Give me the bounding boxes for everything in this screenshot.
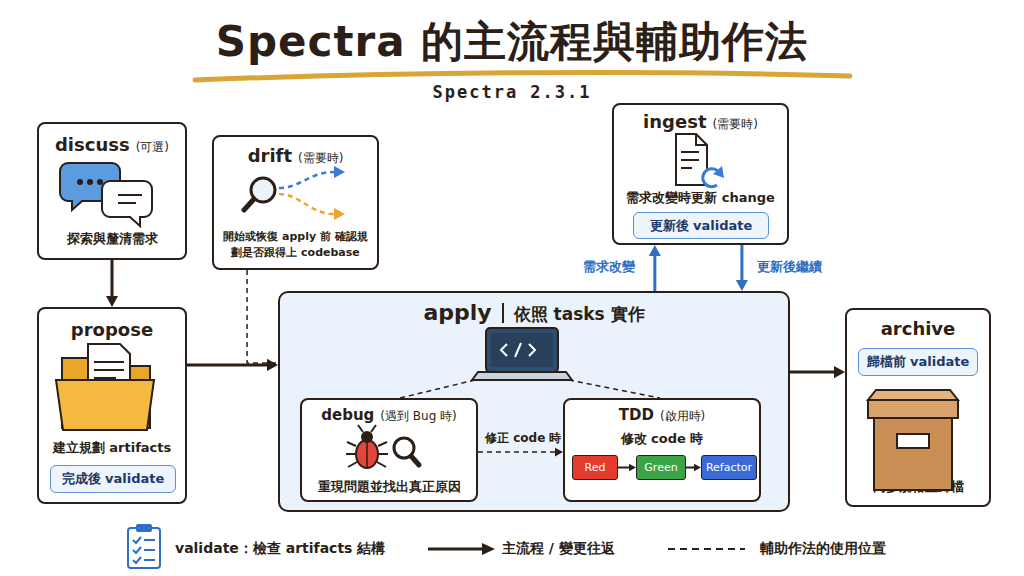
node-body: 修改 code 時 (621, 430, 704, 448)
text-row: 重現問題並找出真正原因 (302, 478, 476, 496)
node-condition: (遇到 Bug 時) (380, 408, 456, 425)
version-label: Spectra 2.3.1 (0, 82, 1024, 102)
clipboard-legend-sample-part (128, 528, 160, 568)
clipboard-legend-sample-part (136, 524, 152, 532)
title-divider (502, 303, 504, 323)
node-condition: (可選) (136, 139, 169, 156)
arrow-head (267, 359, 278, 371)
process-box: drift (需要時) 開始或恢復 apply 前 確認規劃是否跟得上 codeba… (212, 135, 379, 270)
connector (106, 260, 118, 307)
node-condition: (需要時) (713, 116, 758, 133)
connector-line (653, 254, 656, 291)
node-heading: propose (71, 319, 153, 340)
stage-box: apply 依照 tasks 實作 debug (遇到 Bug 時) 重現問題並找出真正… (278, 291, 790, 512)
clipboard-legend-sample-part (133, 547, 141, 553)
text-row: 同步規格並歸檔 (847, 478, 989, 496)
validate-label: 更新後 validate (650, 217, 753, 235)
connector (649, 245, 661, 291)
legend-text: 輔助作法的使用位置 (760, 540, 886, 558)
text-row: 需求改變時更新 change (614, 189, 787, 207)
node-body: 需求改變時更新 change (626, 189, 775, 207)
validate-pill: 歸檔前 validate (858, 348, 978, 376)
connector-line (247, 270, 278, 363)
solid-arrow-legend-sample-part (482, 543, 495, 555)
title-underline (195, 73, 850, 80)
clipboard-legend-sample-part (144, 559, 155, 561)
arrow-head (834, 366, 845, 378)
text-row: ingest (需要時) (614, 111, 787, 133)
validate-pill: 完成後 validate (50, 465, 176, 493)
text-row: discuss (可選) (39, 134, 185, 156)
clipboard-legend-sample-part (144, 539, 155, 541)
node-heading: discuss (55, 134, 130, 155)
dashed-line-legend-sample (668, 549, 745, 550)
text-row: drift (需要時) (214, 145, 377, 167)
node-body: 探索與釐清需求 (67, 230, 158, 248)
text-row: TDD (啟用時) (565, 406, 759, 425)
text-row: propose (39, 319, 185, 340)
node-heading: drift (248, 145, 292, 166)
solid-arrow-legend-sample-part (428, 548, 484, 551)
node-condition: (啟用時) (660, 408, 705, 425)
arrow-head (106, 296, 118, 307)
legend-text: 主流程 / 變更往返 (502, 540, 615, 558)
node-body: 重現問題並找出真正原因 (318, 478, 461, 496)
tdd-step-label: Red (585, 461, 606, 474)
legend-text: validate：檢查 artifacts 結構 (175, 540, 385, 558)
solid-arrow-legend-sample (428, 543, 495, 555)
clipboard-legend-sample (128, 524, 160, 568)
node-heading: archive (881, 318, 956, 339)
edge-label: 需求改變 (583, 258, 635, 276)
node-heading: apply (423, 300, 491, 325)
node-heading: debug (321, 406, 374, 424)
connector-line (790, 371, 836, 374)
process-box: propose 建立規劃 artifacts 完成後 validate (37, 307, 187, 504)
text-row: 修改 code 時 (565, 430, 759, 448)
node-body: 同步規格並歸檔 (873, 478, 964, 496)
node-body: 開始或恢復 apply 前 確認規劃是否跟得上 codebase (221, 229, 371, 261)
edge-label: 更新後繼續 (757, 258, 822, 276)
node-condition: (需要時) (298, 150, 343, 167)
text-row: 探索與釐清需求 (39, 230, 185, 248)
arrow-head (736, 280, 748, 291)
text-row: 建立規劃 artifacts (39, 439, 185, 457)
process-box: TDD (啟用時) 修改 code 時 Red Green Refactor (563, 398, 761, 502)
dashed-line-legend-sample-part (668, 548, 745, 550)
connector (790, 366, 845, 378)
validate-pill: 更新後 validate (633, 212, 769, 239)
validate-label: 完成後 validate (62, 470, 165, 488)
connector-line (111, 260, 114, 298)
process-box: discuss (可選) 探索與釐清需求 (37, 122, 187, 260)
tdd-step: Green (636, 455, 686, 480)
arrow-head (649, 245, 661, 256)
text-row: archive (847, 318, 989, 339)
connector (736, 245, 748, 291)
validate-label: 歸檔前 validate (867, 353, 970, 371)
connector-line (740, 245, 743, 282)
tdd-step: Red (572, 455, 618, 480)
text-row: apply 依照 tasks 實作 (280, 300, 788, 326)
text-row: 開始或恢復 apply 前 確認規劃是否跟得上 codebase (214, 229, 377, 261)
node-heading: TDD (619, 406, 654, 424)
edge-label: 修正 code 時 (485, 430, 561, 447)
clipboard-legend-sample-part (133, 557, 141, 563)
connector (247, 270, 278, 363)
tdd-step: Refactor (701, 455, 757, 480)
node-body: 依照 tasks 實作 (514, 303, 645, 326)
connector-line (187, 363, 269, 366)
text-row: debug (遇到 Bug 時) (302, 406, 476, 425)
tdd-step-label: Refactor (706, 461, 752, 474)
process-box: archive 同步規格並歸檔歸檔前 validate (845, 308, 991, 507)
clipboard-legend-sample-part (144, 549, 155, 551)
process-box: debug (遇到 Bug 時) 重現問題並找出真正原因 (300, 398, 478, 502)
node-body: 建立規劃 artifacts (53, 439, 171, 457)
tdd-step-label: Green (644, 461, 677, 474)
node-heading: ingest (643, 111, 706, 132)
connector (187, 359, 278, 371)
diagram-title: Spectra 的主流程與輔助作法 (0, 14, 1024, 70)
process-box: ingest (需要時) 需求改變時更新 change 更新後 validate (612, 103, 789, 245)
clipboard-legend-sample-part (133, 537, 141, 543)
